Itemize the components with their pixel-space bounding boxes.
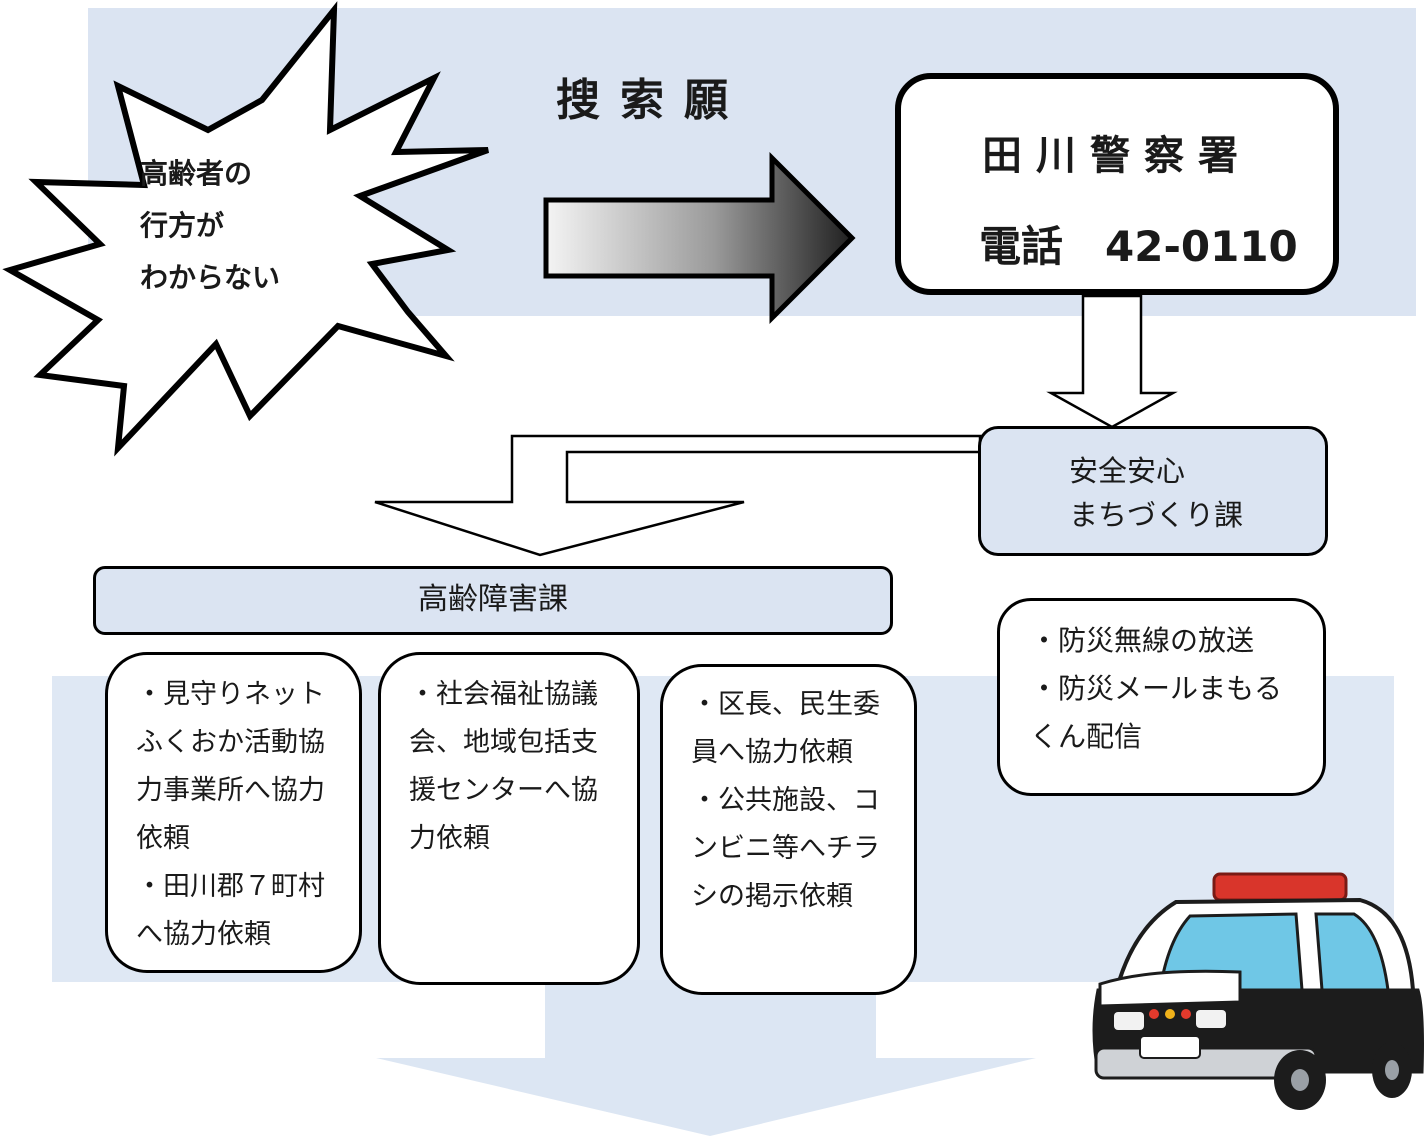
right-arrow-icon <box>543 151 856 325</box>
police-station-box: 田川警察署 電話 42-0110 <box>895 73 1339 295</box>
elderly-disability-section-box: 高齢障害課 <box>93 566 893 635</box>
safety-line-1: 安全安心 <box>1069 454 1186 488</box>
broadcast-card: ・防災無線の放送 ・防災メールまもるくん配信 <box>997 598 1326 796</box>
safety-line-2: まちづくり課 <box>1069 498 1244 532</box>
down-arrow-icon <box>1046 294 1178 429</box>
broadcast-line-1: ・防災無線の放送 <box>1030 624 1255 657</box>
police-station-name: 田川警察署 <box>982 133 1252 179</box>
action-card-1-line-2: ・田川郡７町村へ協力依頼 <box>136 871 325 950</box>
action-card-2-line-1: ・社会福祉協議会、地域包括支援センターへ協力依頼 <box>409 679 598 854</box>
police-phone: 電話 42-0110 <box>979 222 1298 271</box>
safety-town-planning-box: 安全安心 まちづくり課 <box>978 426 1328 556</box>
action-card-1: ・見守りネットふくおか活動協力事業所へ協力依頼 ・田川郡７町村へ協力依頼 <box>105 652 362 973</box>
broadcast-line-2: ・防災メールまもるくん配信 <box>1030 672 1283 753</box>
action-card-3-line-1: ・区長、民生委員へ協力依頼 <box>691 689 880 768</box>
search-request-label: 搜索願 <box>556 75 748 126</box>
action-card-3: ・区長、民生委員へ協力依頼 ・公共施設、コンビニ等へチラシの掲示依頼 <box>660 664 917 995</box>
action-card-2: ・社会福祉協議会、地域包括支援センターへ協力依頼 <box>378 652 640 985</box>
action-card-1-line-1: ・見守りネットふくおか活動協力事業所へ協力依頼 <box>136 679 325 854</box>
incident-line-1: 高齢者の <box>140 157 253 190</box>
bent-arrow-icon <box>374 434 982 557</box>
action-card-3-line-2: ・公共施設、コンビニ等へチラシの掲示依頼 <box>691 785 880 912</box>
explosion-burst-icon <box>2 1 490 457</box>
safety-section-label: 安全安心 まちづくり課 <box>1069 449 1243 537</box>
incident-text: 高齢者の 行方が わからない <box>140 148 280 304</box>
incident-line-3: わからない <box>140 261 281 294</box>
incident-line-2: 行方が <box>140 209 225 242</box>
elderly-section-label: 高齢障害課 <box>418 582 568 617</box>
